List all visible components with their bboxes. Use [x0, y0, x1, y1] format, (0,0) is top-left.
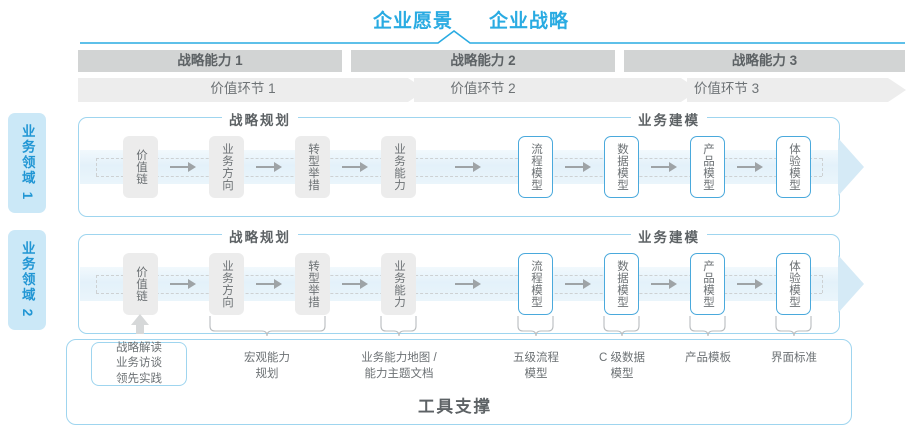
- tool-item-label: 战略解读 业务访谈 领先实践: [116, 341, 162, 385]
- node-experience-model-row-1[interactable]: 体验模型: [776, 136, 811, 198]
- arrow-row-1-c: [342, 162, 368, 172]
- tool-up-arrow-head: [131, 314, 149, 325]
- node-label: 价值链: [134, 149, 147, 185]
- section-caption-planning-row-2: 战略规划: [222, 226, 298, 246]
- arrow-row-2-a: [170, 279, 196, 289]
- arrow-row-2-f: [651, 279, 677, 289]
- sidebar-item-domain-2[interactable]: 业务领域 2: [8, 230, 46, 330]
- dashed-guide-top-row-1: [96, 158, 822, 159]
- node-process-model-row-2[interactable]: 流程模型: [518, 253, 553, 315]
- arrow-row-1-e: [565, 162, 591, 172]
- capability-bar-3: 战略能力 3: [624, 50, 905, 72]
- node-label: 体验模型: [787, 143, 800, 191]
- tool-bracket-connectors: [209, 316, 812, 337]
- node-data-model-row-1[interactable]: 数据模型: [604, 136, 639, 198]
- node-label: 业务能力: [392, 143, 405, 191]
- node-label: 流程模型: [529, 260, 542, 308]
- dashed-guide-bottom-row-1: [96, 176, 822, 177]
- arrow-row-2-e: [565, 279, 591, 289]
- node-label: 业务方向: [220, 143, 233, 191]
- section-caption-modeling-row-2: 业务建模: [631, 226, 707, 246]
- tool-item-c-level-data-model[interactable]: C 级数据 模型: [599, 352, 645, 380]
- node-value-chain-row-1[interactable]: 价值链: [123, 136, 158, 198]
- node-value-chain-row-2[interactable]: 价值链: [123, 253, 158, 315]
- node-process-model-row-1[interactable]: 流程模型: [518, 136, 553, 198]
- flow-band-arrow-row-2: [838, 255, 864, 313]
- arrow-row-2-b: [256, 279, 282, 289]
- dashed-guide-left-row-1: [96, 158, 97, 176]
- tool-support-container: [66, 339, 852, 425]
- node-transform-measures-row-2[interactable]: 转型举措: [295, 253, 330, 315]
- arrow-row-1-d: [455, 162, 481, 172]
- dashed-guide-right-row-2: [822, 275, 823, 293]
- vision-strategy-connector-line: [80, 30, 905, 44]
- arrow-row-1-b: [256, 162, 282, 172]
- tool-item-five-level-process-model[interactable]: 五级流程 模型: [513, 352, 559, 380]
- value-bar-2: 价值环节 2: [450, 81, 516, 96]
- sidebar-item-domain-1[interactable]: 业务领域 1: [8, 113, 46, 213]
- node-label: 转型举措: [306, 143, 319, 191]
- tool-item-product-template[interactable]: 产品模板: [685, 352, 731, 364]
- node-label: 产品模型: [701, 260, 714, 308]
- node-product-model-row-1[interactable]: 产品模型: [690, 136, 725, 198]
- domain-1-label: 业务领域 1: [19, 124, 35, 202]
- arrow-row-2-d: [455, 279, 481, 289]
- section-caption-modeling-row-1: 业务建模: [631, 109, 707, 129]
- node-data-model-row-2[interactable]: 数据模型: [604, 253, 639, 315]
- tool-item-ui-standard[interactable]: 界面标准: [771, 352, 817, 364]
- arrow-row-1-g: [737, 162, 763, 172]
- node-business-capability-row-2[interactable]: 业务能力: [381, 253, 416, 315]
- tool-support-title: 工具支撑: [418, 398, 492, 416]
- flow-band-arrow-row-1: [838, 138, 864, 196]
- tool-up-arrow-stem: [136, 322, 144, 334]
- node-product-model-row-2[interactable]: 产品模型: [690, 253, 725, 315]
- node-label: 流程模型: [529, 143, 542, 191]
- dashed-guide-right-row-1: [822, 158, 823, 176]
- domain-2-label: 业务领域 2: [19, 241, 35, 319]
- arrow-row-2-g: [737, 279, 763, 289]
- node-business-direction-row-1[interactable]: 业务方向: [209, 136, 244, 198]
- node-label: 业务方向: [220, 260, 233, 308]
- capability-bar-1: 战略能力 1: [78, 50, 342, 72]
- value-bar-3: 价值环节 3: [693, 81, 760, 96]
- node-label: 转型举措: [306, 260, 319, 308]
- node-label: 价值链: [134, 266, 147, 302]
- section-caption-planning-row-1: 战略规划: [222, 109, 298, 129]
- value-bar-1: 价值环节 1: [78, 78, 408, 100]
- tool-item-capability-map[interactable]: 业务能力地图 / 能力主题文档: [361, 352, 437, 380]
- top-title-vision: 企业愿景: [373, 11, 454, 32]
- tool-item-macro-capability-plan[interactable]: 宏观能力 规划: [244, 352, 290, 380]
- arrow-row-1-a: [170, 162, 196, 172]
- dashed-guide-top-row-2: [96, 275, 822, 276]
- top-title-strategy: 企业战略: [489, 11, 570, 32]
- node-label: 业务能力: [392, 260, 405, 308]
- dashed-guide-bottom-row-2: [96, 293, 822, 294]
- node-label: 数据模型: [615, 260, 628, 308]
- node-business-capability-row-1[interactable]: 业务能力: [381, 136, 416, 198]
- node-label: 数据模型: [615, 143, 628, 191]
- dashed-guide-left-row-2: [96, 275, 97, 293]
- node-transform-measures-row-1[interactable]: 转型举措: [295, 136, 330, 198]
- tool-item-strategy-interpretation[interactable]: 战略解读 业务访谈 领先实践: [91, 342, 187, 386]
- capability-bar-2: 战略能力 2: [351, 50, 615, 72]
- arrow-row-1-f: [651, 162, 677, 172]
- node-experience-model-row-2[interactable]: 体验模型: [776, 253, 811, 315]
- node-label: 体验模型: [787, 260, 800, 308]
- arrow-row-2-c: [342, 279, 368, 289]
- node-label: 产品模型: [701, 143, 714, 191]
- node-business-direction-row-2[interactable]: 业务方向: [209, 253, 244, 315]
